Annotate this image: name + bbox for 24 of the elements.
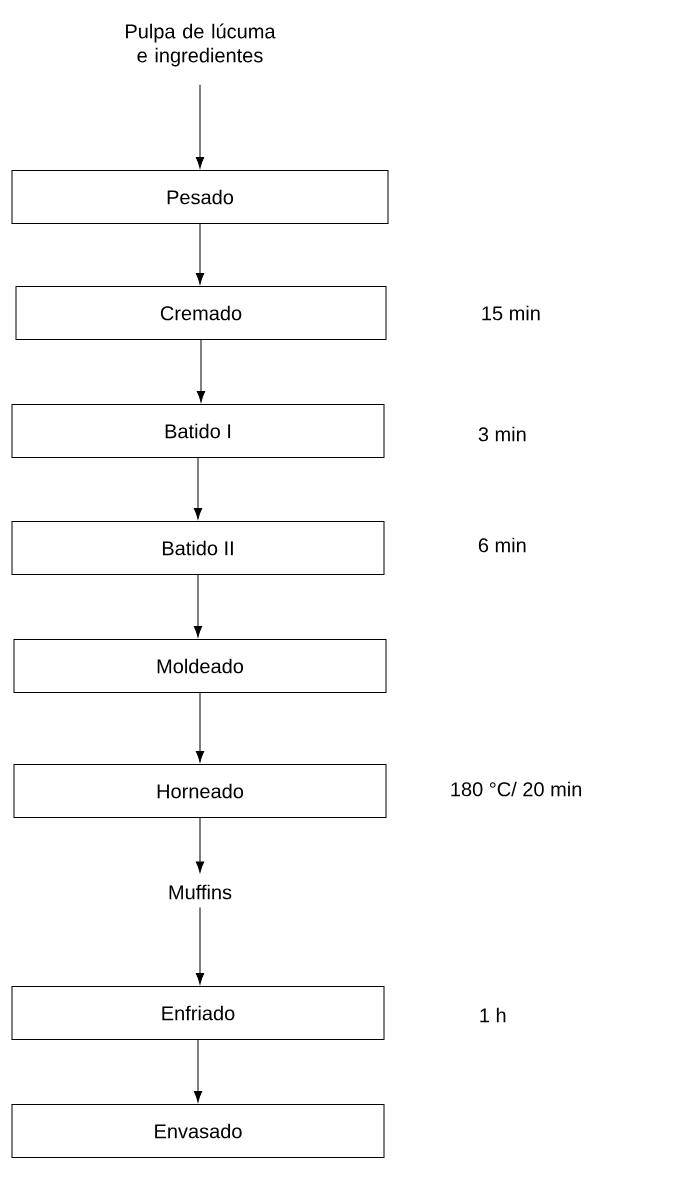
arrow xyxy=(195,817,205,873)
arrow xyxy=(195,907,205,985)
process-box: Envasado xyxy=(11,1104,385,1158)
process-box: Cremado xyxy=(15,286,387,340)
note-label: 6 min xyxy=(478,537,526,553)
note-label: 1 h xyxy=(480,1007,506,1023)
arrow xyxy=(193,574,203,638)
arrow xyxy=(196,339,206,403)
arrow xyxy=(195,692,205,763)
arrow xyxy=(195,84,205,169)
flow-text: Pulpa de lúcuma e ingredientes xyxy=(126,23,276,67)
arrow xyxy=(195,223,205,285)
note-label: 3 min xyxy=(478,426,526,442)
note-label: 180 °C/ 20 min xyxy=(451,781,582,797)
process-box: Batido II xyxy=(11,521,385,575)
arrow xyxy=(193,1039,203,1103)
process-box: Pesado xyxy=(11,170,389,224)
process-box: Horneado xyxy=(13,764,387,818)
flow-text: Muffins xyxy=(169,884,232,900)
note-label: 15 min xyxy=(482,305,540,321)
arrow xyxy=(193,457,203,520)
process-box: Moldeado xyxy=(13,639,387,693)
process-box: Enfriado xyxy=(11,986,385,1040)
process-box: Batido I xyxy=(11,404,385,458)
